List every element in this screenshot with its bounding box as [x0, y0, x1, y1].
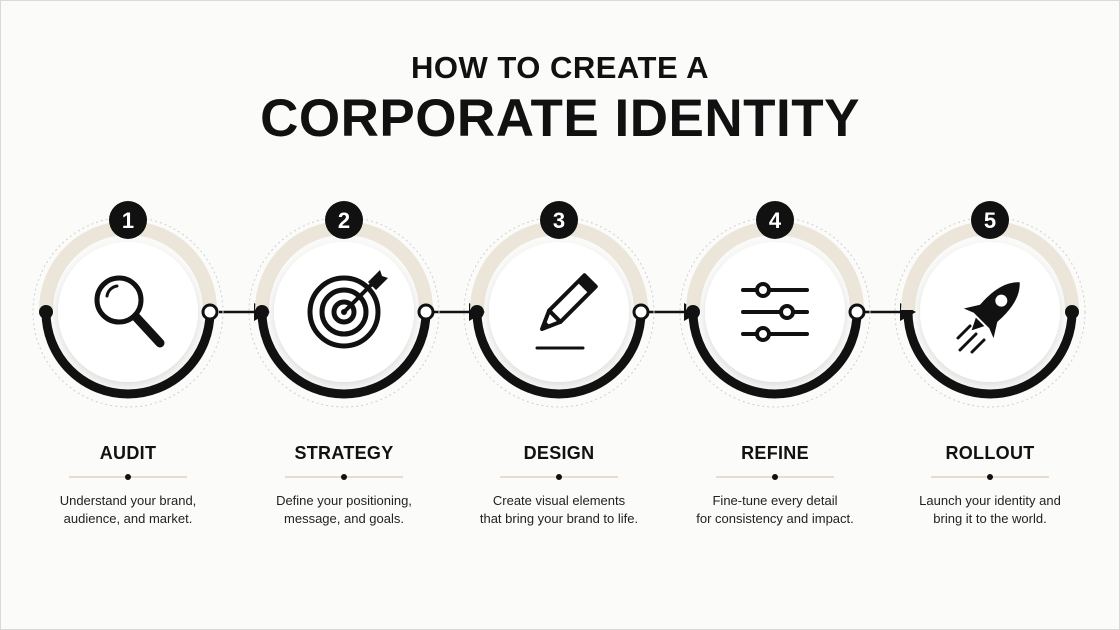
step-4-description: Fine-tune every detail for consistency a…: [665, 492, 885, 528]
step-3-badge: 3: [540, 201, 578, 239]
step-2-number: 2: [338, 208, 350, 233]
step-5-desc-line-2: bring it to the world.: [933, 511, 1047, 526]
step-5-title: ROLLOUT: [945, 443, 1035, 463]
step-1-badge: 1: [109, 201, 147, 239]
step-3-divider: [500, 470, 618, 484]
step-4-number: 4: [769, 208, 782, 233]
step-1-title: AUDIT: [99, 443, 157, 463]
step-2-graphic: 2: [248, 201, 440, 408]
step-2-title: STRATEGY: [294, 443, 394, 463]
step-5-graphic: 5: [894, 201, 1086, 408]
sliders-icon: [741, 282, 809, 342]
magnifier-icon: [94, 275, 165, 348]
step-4-desc-line-2: for consistency and impact.: [696, 511, 854, 526]
step-1-number: 1: [122, 208, 134, 233]
step-1-divider: [69, 470, 187, 484]
step-1-desc-line-1: Understand your brand,: [59, 493, 197, 508]
step-1-desc-line-2: audience, and market.: [63, 511, 193, 526]
step-1-text: AUDIT Understand your brand, audience, a…: [18, 440, 238, 528]
step-3-title: DESIGN: [523, 443, 595, 463]
step-1-graphic: 1: [32, 201, 224, 408]
step-2-badge: 2: [325, 201, 363, 239]
step-1-description: Understand your brand, audience, and mar…: [18, 492, 238, 528]
pencil-icon: [535, 273, 598, 350]
step-4-desc-line-1: Fine-tune every detail: [712, 493, 838, 508]
step-3-description: Create visual elements that bring your b…: [449, 492, 669, 528]
step-3-number: 3: [553, 208, 565, 233]
page-title: HOW TO CREATE A CORPORATE IDENTITY: [0, 50, 1120, 150]
target-icon: [307, 270, 388, 349]
step-3-desc-line-2: that bring your brand to life.: [479, 511, 639, 526]
step-5-text: ROLLOUT Launch your identity and bring i…: [880, 440, 1100, 528]
step-4-graphic: 4: [679, 201, 871, 408]
step-2-text: STRATEGY Define your positioning, messag…: [234, 440, 454, 528]
step-3-desc-line-1: Create visual elements: [492, 493, 626, 508]
step-3-text: DESIGN Create visual elements that bring…: [449, 440, 669, 528]
step-4-divider: [716, 470, 834, 484]
step-2-desc-line-2: message, and goals.: [284, 511, 404, 526]
step-5-badge: 5: [971, 201, 1009, 239]
step-4-title: REFINE: [741, 443, 809, 463]
title-line-1: HOW TO CREATE A: [411, 50, 709, 85]
step-5-desc-line-1: Launch your identity and: [919, 493, 1061, 508]
step-3-graphic: 3: [463, 201, 655, 408]
title-line-2: CORPORATE IDENTITY: [260, 89, 860, 148]
step-5-divider: [931, 470, 1049, 484]
step-2-desc-line-1: Define your positioning,: [276, 493, 412, 508]
step-4-text: REFINE Fine-tune every detail for consis…: [665, 440, 885, 528]
step-2-divider: [285, 470, 403, 484]
step-5-description: Launch your identity and bring it to the…: [880, 492, 1100, 528]
step-4-badge: 4: [756, 201, 794, 239]
step-2-description: Define your positioning, message, and go…: [234, 492, 454, 528]
step-5-number: 5: [984, 208, 996, 233]
